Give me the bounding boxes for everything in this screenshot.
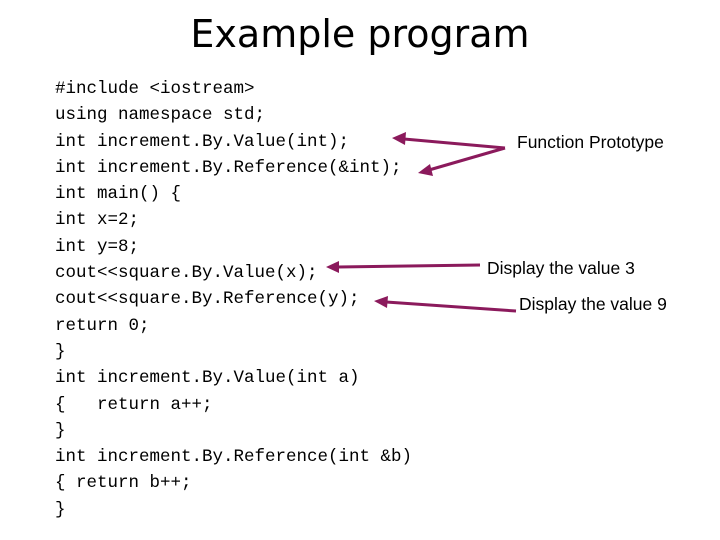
code-line-12: int increment.By.Value(int a) [55, 368, 360, 389]
code-line-5: int main() { [55, 184, 182, 205]
slide-title: Example program [190, 12, 530, 56]
arrow-to-value-prototype [392, 132, 506, 150]
code-line-16: { return b++; [55, 473, 192, 494]
code-line-8: cout<<square.By.Value(x); [55, 263, 318, 284]
code-line-4: int increment.By.Reference(&int); [55, 157, 402, 178]
code-line-13: { return a++; [55, 394, 213, 415]
annotation-display-value-3: Display the value 3 [487, 258, 635, 278]
annotation-function-prototype: Function Prototype [517, 132, 664, 152]
code-line-6: int x=2; [55, 210, 140, 231]
code-line-11: } [55, 341, 66, 362]
code-line-7: int y=8; [55, 236, 140, 257]
code-line-2: using namespace std; [55, 105, 266, 126]
code-line-14: } [55, 420, 66, 441]
arrow-to-square-by-reference [374, 296, 517, 313]
code-line-15: int increment.By.Reference(int &b) [55, 447, 413, 468]
code-line-17: } [55, 499, 66, 520]
code-line-10: return 0; [55, 315, 150, 336]
annotation-display-value-9: Display the value 9 [519, 294, 667, 314]
code-line-1: #include <iostream> [55, 79, 255, 99]
arrow-to-reference-prototype [418, 146, 506, 176]
code-block: #include <iostream> using namespace std; i… [55, 76, 412, 523]
code-line-3: int increment.By.Value(int); [55, 131, 350, 152]
code-line-9: cout<<square.By.Reference(y); [55, 289, 360, 310]
arrow-to-square-by-value [326, 261, 481, 273]
